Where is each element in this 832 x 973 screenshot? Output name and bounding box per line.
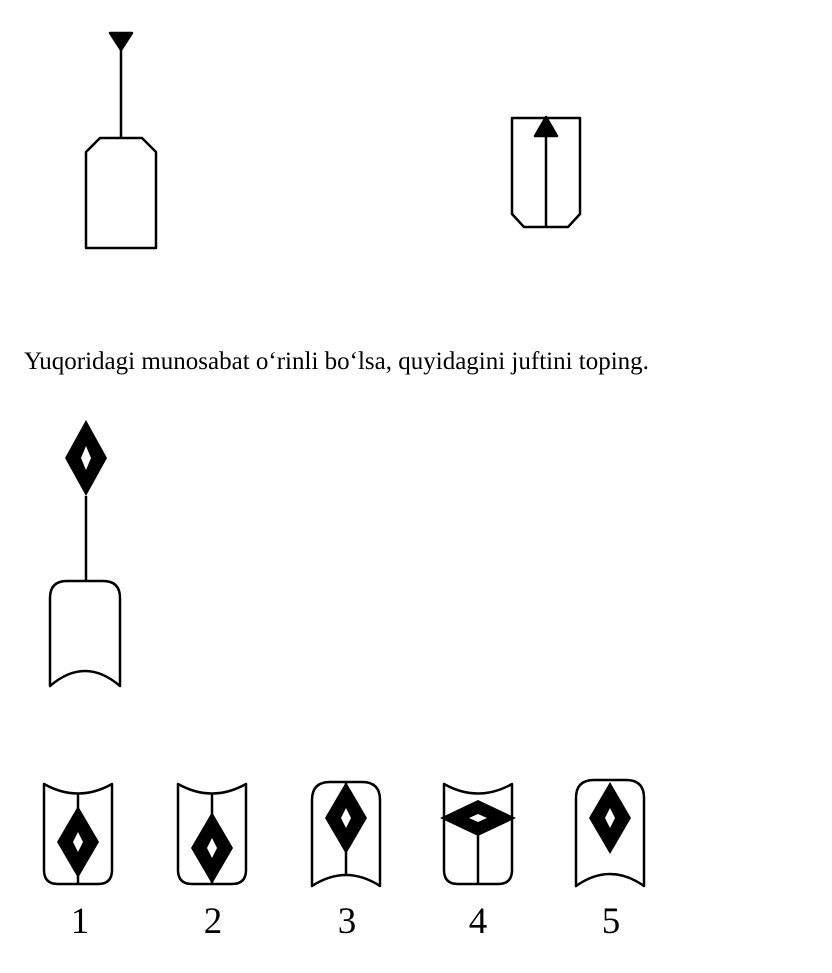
triangle-down-icon xyxy=(108,31,134,52)
option-label-4[interactable]: 4 xyxy=(468,901,488,942)
option-label-5[interactable]: 5 xyxy=(601,901,621,942)
example-house-box xyxy=(84,136,158,250)
option-shape-2[interactable] xyxy=(176,782,248,886)
diamond-hole xyxy=(81,446,91,470)
question-shape xyxy=(48,420,122,688)
option-shape-5[interactable] xyxy=(574,778,646,888)
arrow-up-icon xyxy=(533,115,559,138)
option-shape-4[interactable] xyxy=(440,782,516,886)
example-target-shape xyxy=(510,115,582,229)
example-inverted-box xyxy=(510,116,582,229)
option-shape-3[interactable] xyxy=(310,780,382,888)
option-label-3[interactable]: 3 xyxy=(337,901,357,942)
question-cylinder-box xyxy=(48,579,122,688)
example-source-shape xyxy=(84,31,158,250)
option-label-1[interactable]: 1 xyxy=(70,901,90,942)
question-text: Yuqoridagi munosabat o‘rinli bo‘lsa, quy… xyxy=(24,348,649,375)
option-label-2[interactable]: 2 xyxy=(203,901,223,942)
option-shape-1[interactable] xyxy=(42,782,114,886)
